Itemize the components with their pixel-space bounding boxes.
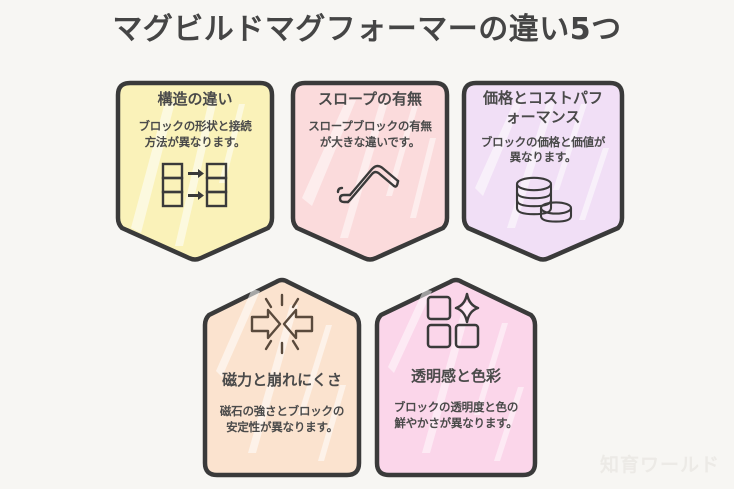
card-shape-structure xyxy=(115,80,275,262)
card-description-color: ブロックの透明度と色の鮮やかさが異なります。 xyxy=(393,399,519,430)
page-title: マグビルドマグフォーマーの違い5つ xyxy=(112,12,622,47)
card-title-color: 透明感と色彩 xyxy=(410,367,501,385)
watermark: 知育ワールド xyxy=(599,454,720,476)
card-title-price: 価格とコストパフォーマンス xyxy=(482,89,603,126)
card-shape-price xyxy=(461,80,625,262)
card-description-magnet: 磁石の強さとブロックの安定性が異なります。 xyxy=(219,403,345,434)
card-description-slope: スロープブロックの有無が大きな違いです。 xyxy=(308,118,432,149)
coins-stack-icon xyxy=(507,172,579,228)
card-slope[interactable]: スロープの有無 スロープブロックの有無が大きな違いです。 xyxy=(288,78,452,264)
card-title-slope: スロープの有無 xyxy=(317,90,423,108)
card-structure[interactable]: 構造の違い ブロックの形状と接続方法が異なります。 xyxy=(113,78,277,264)
card-shape-magnet xyxy=(202,277,362,478)
card-description-price: ブロックの価格と価値が異なります。 xyxy=(480,134,606,165)
card-magnet[interactable]: 磁力と崩れにくさ 磁石の強さとブロックの安定性が異なります。 xyxy=(200,275,364,481)
card-title-magnet: 磁力と崩れにくさ xyxy=(222,371,342,389)
card-color[interactable]: 透明感と色彩 ブロックの透明度と色の鮮やかさが異なります。 xyxy=(372,275,540,481)
blocks-arrows-icon xyxy=(157,158,233,214)
card-title-structure: 構造の違い xyxy=(157,90,233,108)
magnet-attract-icon xyxy=(244,293,320,355)
card-price[interactable]: 価格とコストパフォーマンス ブロックの価格と価値が異なります。 xyxy=(459,78,627,264)
card-shape-color xyxy=(374,277,538,478)
card-description-structure: ブロックの形状と接続方法が異なります。 xyxy=(138,118,252,149)
squares-sparkle-icon xyxy=(418,289,494,351)
slope-ramp-icon xyxy=(332,160,408,212)
